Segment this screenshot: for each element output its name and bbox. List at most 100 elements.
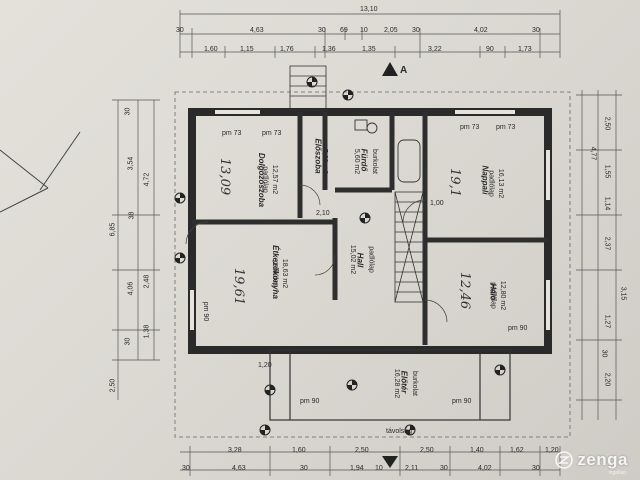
label-dim-210: 2,10 bbox=[316, 210, 330, 217]
top-dimension-lines bbox=[179, 10, 561, 58]
dim-right-4: 1,14 bbox=[603, 196, 611, 211]
room-halo-area: 12,80 m2 bbox=[499, 280, 507, 311]
room-nappali-sub: padlólap bbox=[487, 170, 495, 197]
dim-left-2: 4,72 bbox=[143, 172, 151, 187]
dim-left-9: 30 bbox=[124, 337, 132, 346]
interior-walls bbox=[192, 112, 548, 345]
dim-right-7: 30 bbox=[600, 349, 608, 358]
dim-left-4: 38 bbox=[128, 211, 136, 220]
brand-logo: zenga bbox=[555, 450, 628, 470]
dim-top-r2-2: 1,15 bbox=[240, 46, 254, 53]
dim-left-8: 30 bbox=[124, 107, 132, 116]
brand-name: zenga bbox=[577, 450, 628, 469]
dim-top-r2-4: 1,36 bbox=[322, 46, 336, 53]
left-sketch-lines bbox=[0, 131, 81, 213]
dim-top-5: 10 bbox=[360, 27, 368, 34]
dim-bottom-4: 2,50 bbox=[420, 447, 434, 454]
dim-left-5: 4,06 bbox=[127, 281, 135, 296]
room-halo-sub: padlólap bbox=[489, 282, 497, 309]
room-hall-sub: padlólap bbox=[367, 246, 375, 273]
dim-top-3: 30 bbox=[318, 27, 326, 34]
label-pm73-1: pm 73 bbox=[222, 130, 242, 137]
terrace-outline bbox=[269, 349, 511, 421]
label-pm73-4: pm 73 bbox=[496, 124, 516, 131]
dim-right-8: 2,20 bbox=[603, 372, 611, 387]
room-dolgozo-handwritten: 13,09 bbox=[217, 157, 233, 196]
dim-top-r2-1: 1,60 bbox=[204, 46, 218, 53]
room-nappali-handwritten: 19,1 bbox=[446, 168, 462, 197]
dim-bottom-6: 1,62 bbox=[510, 447, 524, 454]
plot-boundary bbox=[174, 91, 571, 438]
dim-top-7: 30 bbox=[412, 27, 420, 34]
dim-top-6: 2,05 bbox=[384, 27, 398, 34]
dim-top-r2-3: 1,76 bbox=[280, 46, 294, 53]
dim-bottom-r2-7: 30 bbox=[440, 465, 448, 472]
staircase bbox=[394, 191, 424, 303]
dim-bottom-r2-4: 1,94 bbox=[350, 465, 364, 472]
room-nappali-area: 16,13 m2 bbox=[497, 168, 505, 199]
label-pm90-4: pm 90 bbox=[452, 398, 472, 405]
right-dimension-lines bbox=[576, 90, 622, 420]
dim-bottom-7: 1,20 bbox=[545, 447, 559, 454]
dim-top-2: 4,63 bbox=[250, 27, 264, 34]
brand-logo-icon bbox=[555, 451, 574, 469]
exterior-walls bbox=[188, 108, 552, 354]
dim-bottom-r2-9: 30 bbox=[532, 465, 540, 472]
label-pm90-3: pm 90 bbox=[300, 398, 320, 405]
room-eloszoba-area: 5,60 m2 bbox=[321, 148, 329, 175]
dim-right-6: 1,27 bbox=[603, 314, 611, 329]
room-hall-area: 15,02 m2 bbox=[349, 244, 357, 275]
dim-bottom-1: 3,28 bbox=[228, 447, 242, 454]
dim-left-3: 3,54 bbox=[127, 156, 135, 171]
label-pm90-1: pm 90 bbox=[202, 301, 210, 322]
left-dimension-lines bbox=[112, 99, 160, 400]
dim-bottom-2: 1,60 bbox=[292, 447, 306, 454]
dim-right-9: 3,15 bbox=[619, 286, 627, 301]
label-pm73-3: pm 73 bbox=[460, 124, 480, 131]
room-furdo-sub: burkolat bbox=[370, 149, 378, 174]
section-markers bbox=[382, 62, 398, 468]
level-markers bbox=[174, 76, 506, 436]
dim-top-r2-6: 3,22 bbox=[428, 46, 442, 53]
room-furdo-name: Fürdő bbox=[359, 148, 369, 172]
dim-top-4: 69 bbox=[340, 27, 348, 34]
label-bottom-note: távolság bbox=[386, 428, 413, 435]
dim-left-1: 6,85 bbox=[109, 222, 117, 237]
dim-top-r2-5: 1,35 bbox=[362, 46, 376, 53]
dim-top-r2-8: 1,73 bbox=[518, 46, 532, 53]
dim-bottom-5: 1,40 bbox=[470, 447, 484, 454]
dim-bottom-r2-2: 4,63 bbox=[232, 465, 246, 472]
dim-top-1: 30 bbox=[176, 27, 184, 34]
room-dolgozo-sub: padlólap bbox=[261, 166, 269, 193]
dim-bottom-r2-8: 4,02 bbox=[478, 465, 492, 472]
room-furdo-area: 5,60 m2 bbox=[353, 148, 361, 175]
dim-left-7: 1,38 bbox=[143, 324, 151, 339]
label-dim-100: 1,00 bbox=[430, 200, 444, 207]
room-etkezo-area: 18,63 m2 bbox=[281, 258, 289, 289]
label-dim-120: 1,20 bbox=[258, 362, 272, 369]
room-terasz-area: 16,28 m2 bbox=[393, 368, 401, 399]
dim-right-3: 1,55 bbox=[603, 164, 611, 179]
dim-bottom-r2-5: 10 bbox=[375, 465, 383, 472]
dim-left-6: 2,48 bbox=[143, 274, 151, 289]
label-pm90-2: pm 90 bbox=[508, 325, 528, 332]
room-etkezo-handwritten: 19,61 bbox=[231, 267, 247, 306]
bathroom-fixtures bbox=[354, 119, 421, 183]
door-swings bbox=[185, 184, 448, 323]
section-label: A bbox=[400, 65, 408, 76]
dim-top-r2-7: 90 bbox=[486, 46, 494, 53]
windows bbox=[190, 110, 550, 330]
room-dolgozo-area: 12,57 m2 bbox=[271, 164, 279, 195]
dim-right-1: 4,77 bbox=[589, 146, 597, 161]
room-terasz-name: Előtér bbox=[399, 370, 409, 394]
room-terasz-sub: burkolat bbox=[410, 371, 418, 396]
dim-bottom-3: 2,50 bbox=[355, 447, 369, 454]
bottom-dimension-lines bbox=[180, 446, 561, 476]
room-hall-name: Hall bbox=[355, 252, 365, 268]
dim-left-10: 2,50 bbox=[109, 378, 117, 393]
dim-bottom-r2-3: 30 bbox=[300, 465, 308, 472]
dim-top-8: 4,02 bbox=[474, 27, 488, 34]
dim-right-5: 2,37 bbox=[603, 236, 611, 251]
dim-right-2: 2,50 bbox=[603, 116, 611, 131]
